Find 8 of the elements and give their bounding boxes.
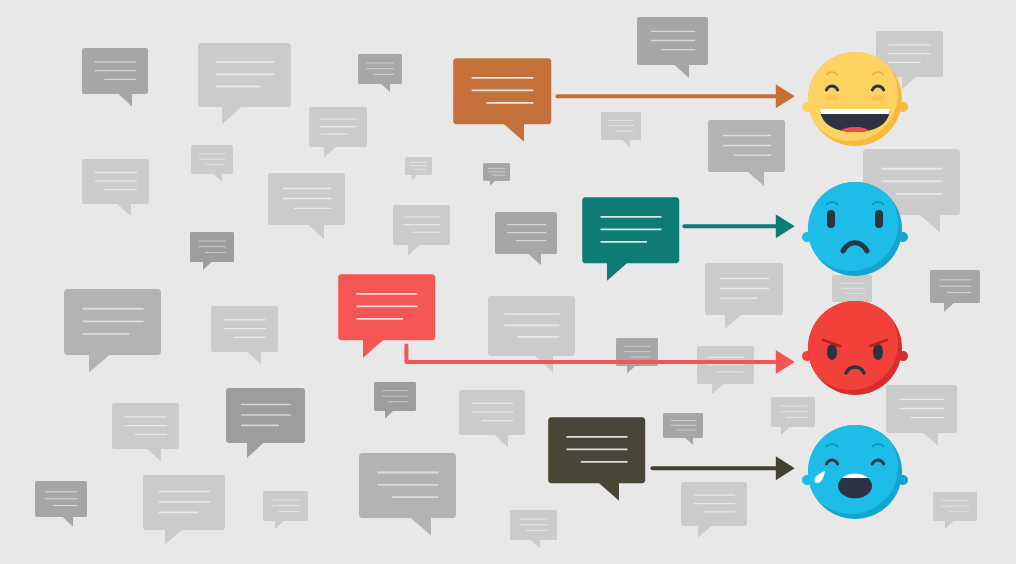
sad-emoji bbox=[802, 182, 908, 276]
angry-emoji bbox=[802, 301, 908, 395]
speech-bubble bbox=[548, 417, 646, 501]
speech-bubble bbox=[582, 197, 680, 281]
laughing-emoji bbox=[802, 52, 908, 146]
speech-bubble bbox=[338, 274, 436, 358]
crying-emoji bbox=[802, 425, 908, 519]
speech-bubble bbox=[453, 58, 552, 142]
